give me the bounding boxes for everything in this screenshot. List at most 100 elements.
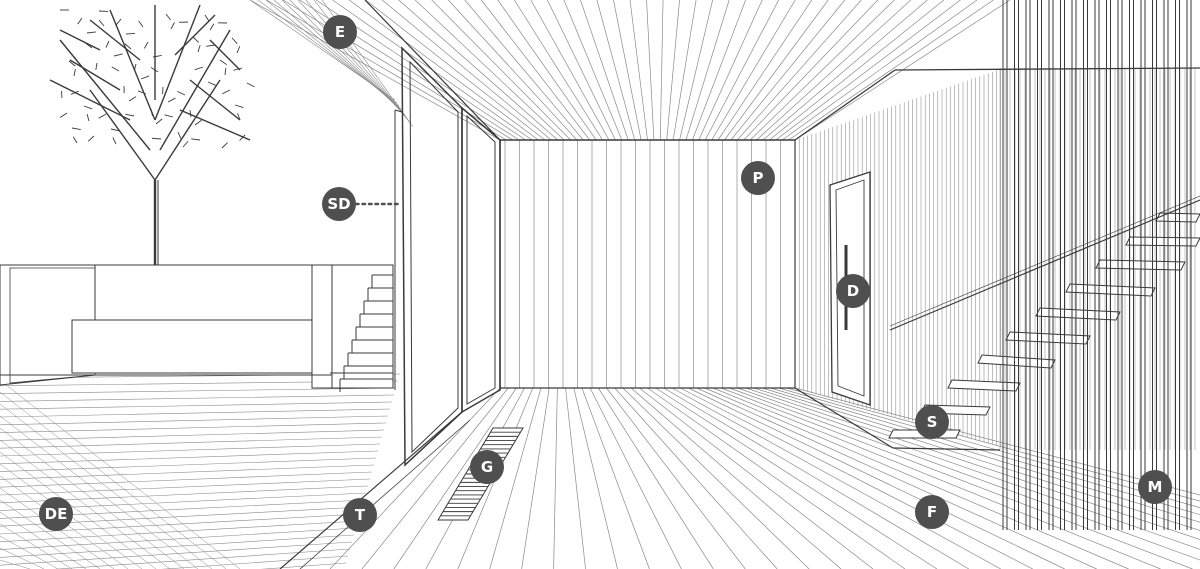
drawing-line — [0, 387, 397, 394]
drawing-line — [207, 81, 217, 86]
drawing-line — [152, 54, 162, 58]
drawing-line — [222, 89, 231, 95]
drawing-line — [105, 40, 110, 48]
drawing-line — [0, 559, 31, 569]
drawing-line — [364, 0, 501, 141]
drawing-line — [143, 41, 149, 49]
drawing-line — [98, 113, 107, 119]
drawing-line — [0, 436, 383, 449]
drawing-line — [692, 0, 746, 141]
drawing-line — [680, 387, 1033, 569]
drawing-line — [0, 403, 213, 569]
drawing-line — [696, 387, 1097, 569]
drawing-line — [394, 109, 403, 113]
drawing-line — [794, 387, 1200, 496]
ceiling-battens — [249, 0, 1011, 141]
drawing-line — [0, 450, 379, 465]
badge-g-text: G — [481, 458, 493, 476]
drawing-line — [260, 562, 347, 569]
drawing-line — [72, 136, 78, 144]
drawing-line — [0, 520, 359, 543]
badge-de-text: DE — [45, 505, 68, 523]
drawing-line — [464, 0, 584, 141]
drawing-line — [289, 0, 406, 116]
drawing-line — [348, 0, 539, 141]
drawing-line — [111, 66, 120, 72]
drawing-line — [329, 387, 501, 569]
drawing-line — [775, 0, 961, 141]
drawing-line — [786, 387, 1200, 502]
drawing-line — [0, 394, 395, 402]
drawing-line — [224, 67, 227, 76]
drawing-line — [646, 0, 655, 141]
drawing-line — [0, 443, 381, 457]
drawing-line — [68, 60, 76, 67]
drawing-line — [794, 387, 894, 449]
drawing-line — [0, 541, 353, 566]
drawing-line — [743, 0, 879, 141]
drawing-line — [138, 20, 144, 28]
drawing-line — [688, 387, 1065, 569]
badge-e-text: E — [335, 23, 345, 41]
drawing-line — [219, 59, 227, 66]
drawing-line — [0, 464, 375, 480]
drawing-line — [0, 457, 377, 472]
drawing-line — [737, 0, 862, 141]
drawing-line — [89, 19, 141, 61]
drawing-line — [98, 19, 105, 27]
drawing-line — [59, 29, 101, 51]
drawing-line — [521, 387, 550, 569]
badge-f-text: F — [927, 503, 937, 521]
drawing-line — [137, 90, 147, 95]
drawing-line — [489, 387, 542, 569]
drawing-line — [109, 9, 156, 121]
badge-t: T — [343, 498, 377, 532]
drawing-line — [481, 0, 591, 141]
drawing-line — [629, 0, 648, 141]
drawing-line — [770, 387, 1200, 516]
drawing-line — [167, 97, 176, 103]
drawing-line — [204, 14, 210, 22]
drawing-line — [889, 199, 1200, 331]
drawing-shape — [409, 60, 459, 454]
drawing-line — [0, 429, 385, 441]
drawing-line — [762, 0, 928, 141]
drawing-line — [154, 4, 201, 121]
drawing-line — [49, 79, 131, 121]
tree — [49, 4, 255, 265]
drawing-line — [573, 387, 618, 569]
drawing-line — [194, 66, 204, 71]
drawing-line — [717, 0, 813, 141]
drawing-line — [666, 0, 680, 141]
drawing-line — [125, 32, 135, 35]
drawing-line — [737, 387, 1200, 550]
drawing-line — [194, 119, 202, 126]
badge-d: D — [836, 274, 870, 308]
drawing-line — [889, 195, 1200, 327]
drawing-line — [0, 439, 171, 569]
drawing-line — [161, 555, 349, 569]
drawing-line — [236, 46, 241, 54]
badge-sd-text: SD — [327, 195, 350, 213]
drawing-line — [87, 135, 95, 142]
drawing-line — [164, 114, 174, 118]
drawing-line — [165, 13, 171, 21]
drawing-line — [192, 36, 200, 43]
drawing-line — [124, 43, 132, 50]
drawing-line — [174, 14, 216, 56]
drawing-line — [70, 90, 80, 95]
drawing-line — [86, 114, 90, 122]
drawing-line — [0, 408, 391, 418]
drawing-line — [613, 0, 642, 141]
drawing-line — [0, 415, 389, 426]
drawing-line — [115, 18, 122, 26]
badge-e: E — [323, 15, 357, 49]
drawing-line — [0, 451, 157, 569]
drawing-line — [71, 127, 81, 130]
drawing-line — [0, 511, 87, 569]
drawing-shape — [94, 264, 313, 321]
drawing-line — [0, 379, 241, 569]
drawing-line — [191, 138, 201, 141]
drawing-shape — [461, 106, 501, 414]
